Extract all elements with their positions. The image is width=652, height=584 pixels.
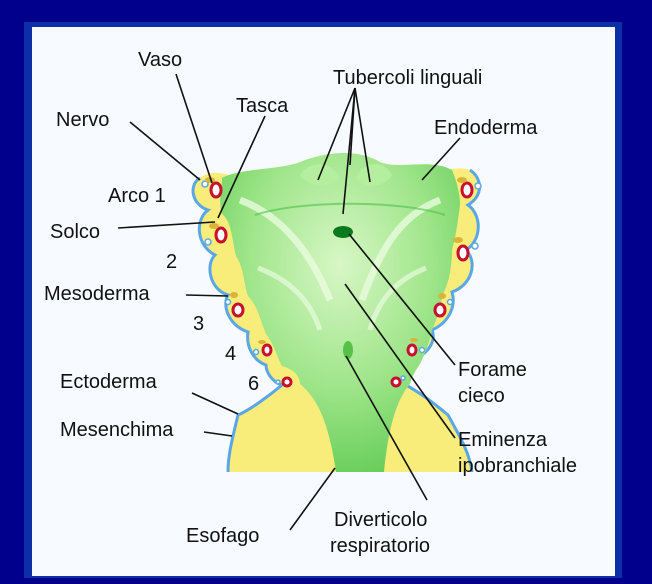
respiratory-diverticulum [343, 341, 353, 359]
label-endoderma: Endoderma [434, 117, 538, 139]
label-arch-2: 2 [166, 251, 177, 273]
label-diverticolo: Diverticolo [334, 509, 427, 531]
label-vaso: Vaso [138, 49, 182, 71]
label-esofago: Esofago [186, 525, 259, 547]
label-respiratorio: respiratorio [330, 535, 430, 557]
label-tasca: Tasca [236, 95, 289, 117]
label-arch-4: 4 [225, 343, 236, 365]
tubercle-right [356, 164, 392, 186]
arch-vessels [209, 181, 474, 388]
label-forame: Forame [458, 359, 527, 381]
label-mesenchima: Mesenchima [60, 419, 174, 441]
ridge-left [238, 196, 334, 302]
label-nervo: Nervo [56, 109, 109, 131]
label-ectoderma: Ectoderma [60, 371, 158, 393]
label-tubercoli-linguali: Tubercoli linguali [333, 67, 482, 89]
label-mesoderma: Mesoderma [44, 283, 150, 305]
label-solco: Solco [50, 221, 100, 243]
ridge-mid-left [257, 265, 323, 331]
foramen-caecum [333, 226, 353, 238]
arch-mesoderm-spots [205, 177, 467, 344]
leader-lines [117, 73, 461, 531]
label-arch-6: 6 [248, 373, 259, 395]
ectoderm-outline-left [191, 176, 286, 473]
label-cieco: cieco [458, 385, 505, 407]
label-arco-1: Arco 1 [108, 185, 166, 207]
arch-nerves [201, 180, 482, 385]
ridge-right [358, 196, 442, 302]
ridge-floor-arc [254, 202, 446, 216]
label-ipobranchiale: ipobranchiale [458, 455, 577, 477]
label-eminenza: Eminenza [458, 429, 548, 451]
ridge-mid-right [367, 265, 427, 331]
label-arch-3: 3 [193, 313, 204, 335]
